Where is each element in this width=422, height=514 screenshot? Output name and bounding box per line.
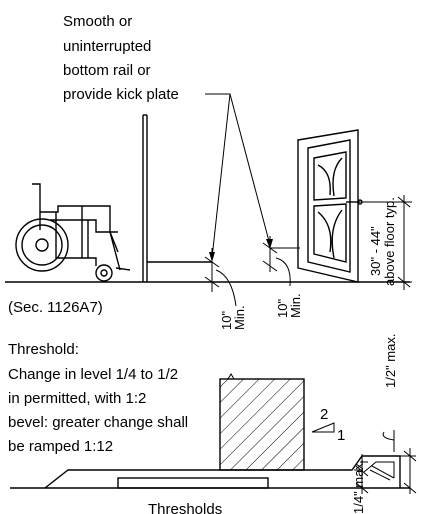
dim-quarter-inch-label: 1/4" max. (351, 460, 366, 514)
wheelchair-icon (15, 183, 131, 282)
dim-height-note: above floor typ. (382, 197, 397, 286)
dim-left-value: 10" (219, 311, 234, 330)
dim-handle-height (360, 195, 412, 290)
callout-line-2: uninterrupted (63, 38, 151, 55)
threshold-line-5: be ramped 1:12 (8, 438, 113, 455)
callout-line-1: Smooth or (63, 13, 132, 30)
kick-plate-callout: Smooth or uninterrupted bottom rail or p… (63, 13, 179, 103)
dim-left-10-min (204, 248, 237, 307)
dim-half-inch-max (382, 430, 417, 494)
dim-right-10-min (262, 236, 300, 287)
dim-right-value: 10" (275, 299, 290, 318)
threshold-profile (10, 455, 410, 489)
section-reference: (Sec. 1126A7) (8, 299, 103, 316)
callout-leaders (205, 93, 273, 262)
callout-line-3: bottom rail or (63, 62, 151, 79)
callout-line-4: provide kick plate (63, 86, 179, 103)
door-elevation (297, 129, 363, 283)
bevel-slope-indicator: 2 1 (311, 406, 345, 444)
dim-right-unit: Min. (288, 293, 303, 318)
threshold-line-3: in permitted, with 1:2 (8, 390, 146, 407)
dim-left-unit: Min. (232, 305, 247, 330)
door-edge-left (142, 114, 212, 282)
dim-half-inch-label: 1/2" max. (383, 334, 398, 388)
slope-rise: 2 (320, 406, 328, 423)
threshold-note: Threshold: Change in level 1/4 to 1/2 in… (8, 341, 188, 455)
threshold-line-4: bevel: greater change shall (8, 414, 188, 431)
door-leaf-section (219, 373, 305, 471)
dim-quarter-inch-max (354, 454, 369, 494)
threshold-line-1: Threshold: (8, 341, 79, 358)
threshold-line-2: Change in level 1/4 to 1/2 (8, 366, 178, 383)
dim-height-value: 30" - 44" (368, 226, 383, 276)
diagram-caption: Thresholds (148, 501, 222, 514)
slope-run: 1 (337, 427, 345, 444)
